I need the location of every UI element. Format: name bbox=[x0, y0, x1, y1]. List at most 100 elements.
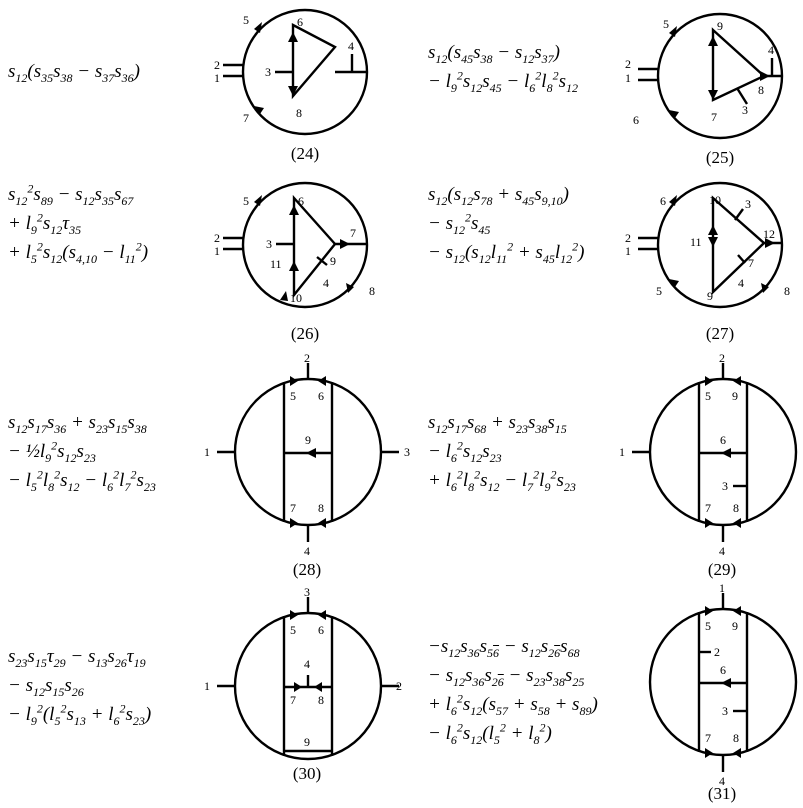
label-8: 8 bbox=[296, 106, 302, 120]
label-2: 2 bbox=[625, 231, 631, 245]
label-5: 5 bbox=[656, 284, 662, 298]
formula-28: s12s17s36 + s23s15s38 − ½l92s12s23 − l52… bbox=[8, 408, 156, 495]
label-9: 9 bbox=[304, 735, 310, 749]
label-6: 6 bbox=[633, 113, 639, 127]
label-4: 4 bbox=[719, 774, 725, 788]
label-8: 8 bbox=[369, 284, 375, 298]
label-6: 6 bbox=[318, 389, 324, 403]
label-1: 1 bbox=[214, 244, 220, 258]
label-7: 7 bbox=[290, 693, 296, 707]
label-3: 3 bbox=[722, 479, 728, 493]
caption-31: (31) bbox=[707, 784, 737, 803]
caption-24: (24) bbox=[290, 144, 320, 163]
label-4: 4 bbox=[304, 657, 310, 671]
label-6: 6 bbox=[318, 623, 324, 637]
label-8: 8 bbox=[733, 731, 739, 745]
formula-line: − l92(l52s13 + l62s23) bbox=[8, 701, 152, 728]
label-9: 9 bbox=[330, 254, 336, 268]
label-4: 4 bbox=[738, 276, 744, 290]
label-5: 5 bbox=[290, 623, 296, 637]
formula-line: − l52l82s12 − l62l72s23 bbox=[8, 467, 156, 494]
label-9: 9 bbox=[717, 19, 723, 33]
formula-line: − l62s12s23 bbox=[428, 438, 502, 465]
caption-29: (29) bbox=[707, 560, 737, 579]
label-4: 4 bbox=[348, 39, 354, 53]
label-3: 3 bbox=[722, 704, 728, 718]
label-8: 8 bbox=[784, 284, 790, 298]
label-4: 4 bbox=[719, 544, 725, 558]
label-1: 1 bbox=[625, 71, 631, 85]
formula-26: s122s89 − s12s35s67 + l92s12τ35 + l52s12… bbox=[8, 180, 148, 267]
label-1: 1 bbox=[619, 445, 625, 459]
label-5: 5 bbox=[663, 17, 669, 31]
label-8: 8 bbox=[318, 693, 324, 707]
formula-line: s12(s12s78 + s45s9,10) bbox=[428, 184, 569, 208]
diagram-27: 6 5 2 1 10 9 12 11 7 4 3 8 bbox=[625, 181, 790, 309]
label-2: 2 bbox=[625, 57, 631, 71]
label-7: 7 bbox=[290, 501, 296, 515]
diagram-26: 5 2 1 6 10 7 3 11 9 4 8 bbox=[214, 181, 375, 309]
formula-line: − s12s36s26 − s23s38s25 bbox=[428, 665, 585, 689]
label-5: 5 bbox=[243, 194, 249, 208]
label-7: 7 bbox=[748, 256, 754, 270]
label-8: 8 bbox=[318, 501, 324, 515]
label-5: 5 bbox=[705, 619, 711, 633]
label-5: 5 bbox=[243, 13, 249, 27]
label-6: 6 bbox=[298, 194, 304, 208]
label-3: 3 bbox=[266, 237, 272, 251]
label-3: 3 bbox=[265, 65, 271, 79]
caption-30: (30) bbox=[292, 764, 322, 783]
formula-29: s12s17s68 + s23s38s15 − l62s12s23 + l62l… bbox=[428, 408, 576, 495]
label-4: 4 bbox=[304, 544, 310, 558]
label-10: 10 bbox=[290, 291, 302, 305]
label-8: 8 bbox=[733, 501, 739, 515]
formula-line: −s12s36s56 − s12s26s68 bbox=[428, 636, 580, 660]
caption-27: (27) bbox=[705, 324, 735, 343]
label-2: 2 bbox=[396, 679, 402, 693]
formula-line: s23s15τ29 − s13s26τ19 bbox=[8, 646, 146, 670]
label-5: 5 bbox=[290, 389, 296, 403]
label-10: 10 bbox=[709, 193, 721, 207]
label-3: 3 bbox=[304, 585, 310, 599]
label-11: 11 bbox=[690, 235, 702, 249]
formula-line: + l62s12(s57 + s58 + s89) bbox=[428, 691, 598, 718]
formula-line: s12(s35s38 − s37s36) bbox=[8, 61, 140, 85]
label-9: 9 bbox=[305, 433, 311, 447]
label-1: 1 bbox=[204, 445, 210, 459]
label-8: 8 bbox=[758, 83, 764, 97]
formula-line: s12(s45s38 − s12s37) bbox=[428, 42, 560, 66]
formula-line: − s122s45 bbox=[428, 210, 491, 237]
formula-31: −s12s36s56 − s12s26s68 − s12s36s26 − s23… bbox=[428, 632, 598, 748]
diagram-29: 2 4 1 5 9 7 8 6 3 bbox=[619, 351, 798, 558]
formula-line: − s12s15s26 bbox=[8, 675, 84, 699]
label-4: 4 bbox=[323, 276, 329, 290]
formula-27: s12(s12s78 + s45s9,10) − s122s45 − s12(s… bbox=[428, 180, 584, 267]
formula-line: − ½l92s12s23 bbox=[8, 438, 96, 465]
diagram-31: 1 4 5 9 7 8 6 2 3 bbox=[648, 581, 798, 788]
label-6: 6 bbox=[660, 194, 666, 208]
formula-line: s12s17s68 + s23s38s15 bbox=[428, 412, 567, 436]
label-6: 6 bbox=[720, 663, 726, 677]
label-1: 1 bbox=[214, 71, 220, 85]
label-9: 9 bbox=[707, 289, 713, 303]
caption-28: (28) bbox=[292, 560, 322, 579]
caption-26: (26) bbox=[290, 324, 320, 343]
label-4: 4 bbox=[768, 43, 774, 57]
label-2: 2 bbox=[304, 351, 310, 365]
formula-24: s12(s35s38 − s37s36) bbox=[8, 57, 140, 86]
label-9: 9 bbox=[732, 619, 738, 633]
label-1: 1 bbox=[204, 679, 210, 693]
label-5: 5 bbox=[705, 389, 711, 403]
label-11: 11 bbox=[270, 257, 282, 271]
label-3: 3 bbox=[745, 197, 751, 211]
formula-line: s12s17s36 + s23s15s38 bbox=[8, 412, 147, 436]
label-6: 6 bbox=[720, 433, 726, 447]
label-2: 2 bbox=[719, 351, 725, 365]
label-1: 1 bbox=[625, 244, 631, 258]
label-6: 6 bbox=[297, 15, 303, 29]
formula-line: s122s89 − s12s35s67 bbox=[8, 181, 134, 208]
formula-30: s23s15τ29 − s13s26τ19 − s12s15s26 − l92(… bbox=[8, 642, 151, 729]
label-2: 2 bbox=[214, 58, 220, 72]
formula-line: + l92s12τ35 bbox=[8, 210, 82, 237]
